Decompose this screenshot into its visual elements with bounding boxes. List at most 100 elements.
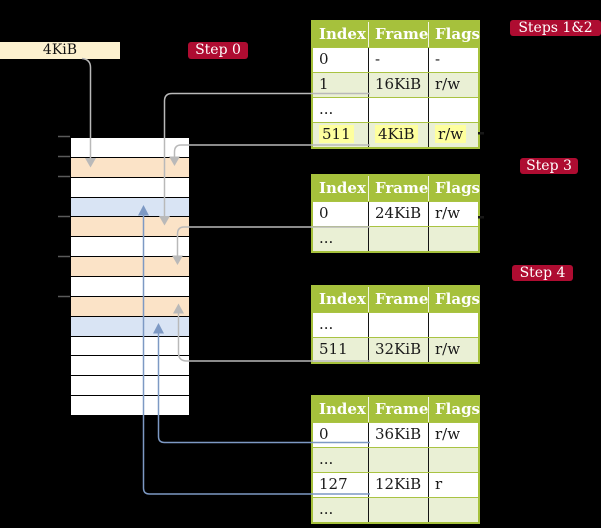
column-header: Frame bbox=[368, 176, 428, 201]
table-cell bbox=[428, 227, 478, 251]
column-header: Frame bbox=[368, 22, 428, 47]
column-header: Flags bbox=[428, 397, 480, 422]
memory-row-white bbox=[71, 138, 189, 157]
table-row: 511 32KiB r/w bbox=[313, 337, 478, 362]
badge-step-4: Step 4 bbox=[512, 265, 573, 281]
column-header: Index bbox=[319, 400, 366, 418]
cell-text: ... bbox=[319, 450, 334, 468]
cell-text: 0 bbox=[319, 50, 329, 68]
cell-text: - bbox=[435, 50, 441, 68]
table-row: 1 16KiB r/w bbox=[313, 72, 478, 97]
table-cell: 12KiB bbox=[368, 473, 428, 497]
table-cell: 0 bbox=[313, 48, 368, 72]
table-row: ... bbox=[313, 226, 478, 251]
table-row: ... bbox=[313, 497, 478, 522]
cell-text: ... bbox=[319, 100, 334, 118]
table-cell bbox=[368, 227, 428, 251]
highlighted-cell-text: 511 bbox=[319, 125, 354, 143]
table-cell: - bbox=[368, 48, 428, 72]
table-cell: 36KiB bbox=[368, 423, 428, 447]
cell-text: 12KiB bbox=[375, 475, 422, 493]
table-cell: 16KiB bbox=[368, 73, 428, 97]
table-cell bbox=[428, 313, 478, 337]
cell-text: 16KiB bbox=[375, 75, 422, 93]
table-cell: ... bbox=[313, 448, 368, 472]
memory-row-orange bbox=[71, 216, 189, 237]
memory-row-orange bbox=[71, 256, 189, 277]
cell-text: 1 bbox=[319, 75, 329, 93]
table-cell: ... bbox=[313, 313, 368, 337]
cell-text: r/w bbox=[435, 204, 461, 222]
table-row: 0 - - bbox=[313, 47, 478, 72]
cell-text: 0 bbox=[319, 204, 329, 222]
table-cell: 24KiB bbox=[368, 202, 428, 226]
table-cell: r bbox=[428, 473, 478, 497]
column-header: Flags bbox=[428, 176, 480, 201]
table-cell: 0 bbox=[313, 423, 368, 447]
column-header: Index bbox=[319, 290, 366, 308]
column-header: Flags bbox=[428, 22, 480, 47]
cell-text: 511 bbox=[319, 340, 348, 358]
table-row: 0 36KiB r/w bbox=[313, 422, 478, 447]
memory-row-white bbox=[71, 355, 189, 376]
cell-text: 32KiB bbox=[375, 340, 422, 358]
cell-text: - bbox=[375, 50, 381, 68]
table-cell bbox=[368, 313, 428, 337]
cell-text: ... bbox=[319, 315, 334, 333]
cell-text: ... bbox=[319, 500, 334, 518]
column-header: Flags bbox=[428, 287, 480, 312]
cell-text: ... bbox=[319, 229, 334, 247]
table-cell: 4KiB bbox=[368, 123, 428, 147]
memory-row-blue bbox=[71, 196, 189, 217]
table-cell: r/w bbox=[428, 423, 478, 447]
table-row: ... bbox=[313, 447, 478, 472]
memory-row-white bbox=[71, 176, 189, 197]
table-row: 127 12KiB r bbox=[313, 472, 478, 497]
table-cell bbox=[428, 498, 478, 522]
frame-size-label: 4KiB bbox=[0, 42, 120, 59]
cell-text: r/w bbox=[435, 75, 461, 93]
table-cell bbox=[368, 498, 428, 522]
table-cell: r/w bbox=[428, 338, 478, 362]
cell-text: 36KiB bbox=[375, 425, 422, 443]
table-row: ... bbox=[313, 97, 478, 122]
table-cell bbox=[428, 98, 478, 122]
memory-row-orange bbox=[71, 295, 189, 316]
memory-row-white bbox=[71, 375, 189, 396]
badge-step-0: Step 0 bbox=[188, 42, 248, 59]
memory-row-orange bbox=[71, 156, 189, 177]
table-cell bbox=[368, 448, 428, 472]
table-cell: 511 bbox=[313, 338, 368, 362]
table-cell: 32KiB bbox=[368, 338, 428, 362]
memory-row-white bbox=[71, 276, 189, 296]
memory-tick-marks bbox=[58, 135, 70, 298]
table-cell: - bbox=[428, 48, 478, 72]
table-cell bbox=[428, 448, 478, 472]
table-cell: r/w bbox=[428, 73, 478, 97]
memory-row-blue bbox=[71, 315, 189, 336]
table-cell: 0 bbox=[313, 202, 368, 226]
cell-text: 24KiB bbox=[375, 204, 422, 222]
memory-row-white bbox=[71, 236, 189, 257]
physical-memory-column bbox=[70, 137, 190, 416]
table-row: ... bbox=[313, 312, 478, 337]
badge-step-3: Step 3 bbox=[520, 158, 578, 174]
column-header: Frame bbox=[368, 397, 428, 422]
table-cell: ... bbox=[313, 498, 368, 522]
cell-text: r/w bbox=[435, 340, 461, 358]
memory-row-white bbox=[71, 395, 189, 416]
cell-text: 0 bbox=[319, 425, 329, 443]
badge-steps-1-2: Steps 1&2 bbox=[510, 20, 601, 36]
cell-text: 127 bbox=[319, 475, 348, 493]
highlighted-cell-text: 4KiB bbox=[375, 125, 418, 143]
